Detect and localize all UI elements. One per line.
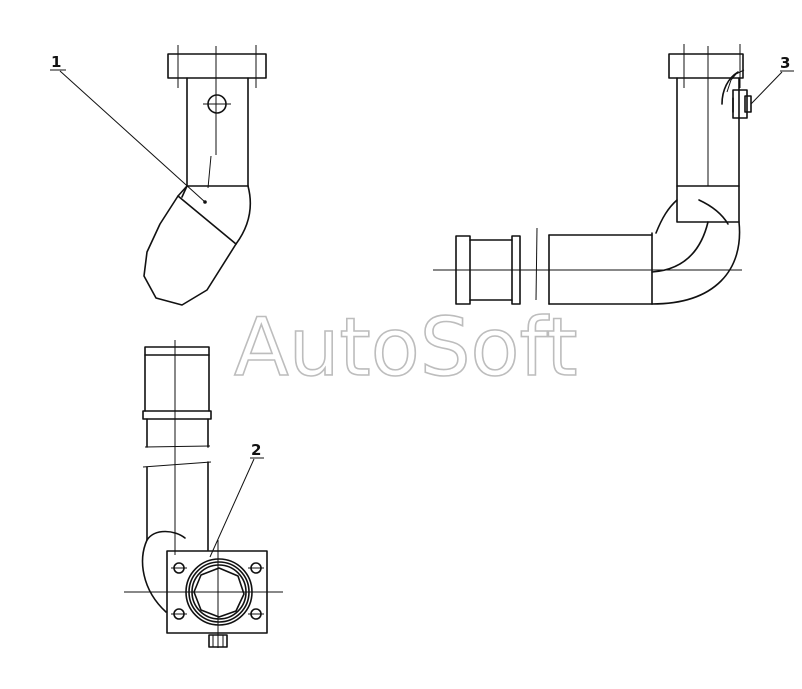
callout-3: 3 xyxy=(750,54,794,105)
pipe-view-2 xyxy=(124,340,283,648)
watermark-text: AutoSoft xyxy=(234,301,578,394)
pipe-view-3 xyxy=(433,44,752,305)
callout-1: 1 xyxy=(50,53,206,203)
callout-3-number: 3 xyxy=(780,54,790,72)
pipe-view-1 xyxy=(143,45,267,306)
callout-2: 2 xyxy=(209,441,264,558)
callout-2-number: 2 xyxy=(251,441,261,459)
callout-1-number: 1 xyxy=(51,53,61,71)
